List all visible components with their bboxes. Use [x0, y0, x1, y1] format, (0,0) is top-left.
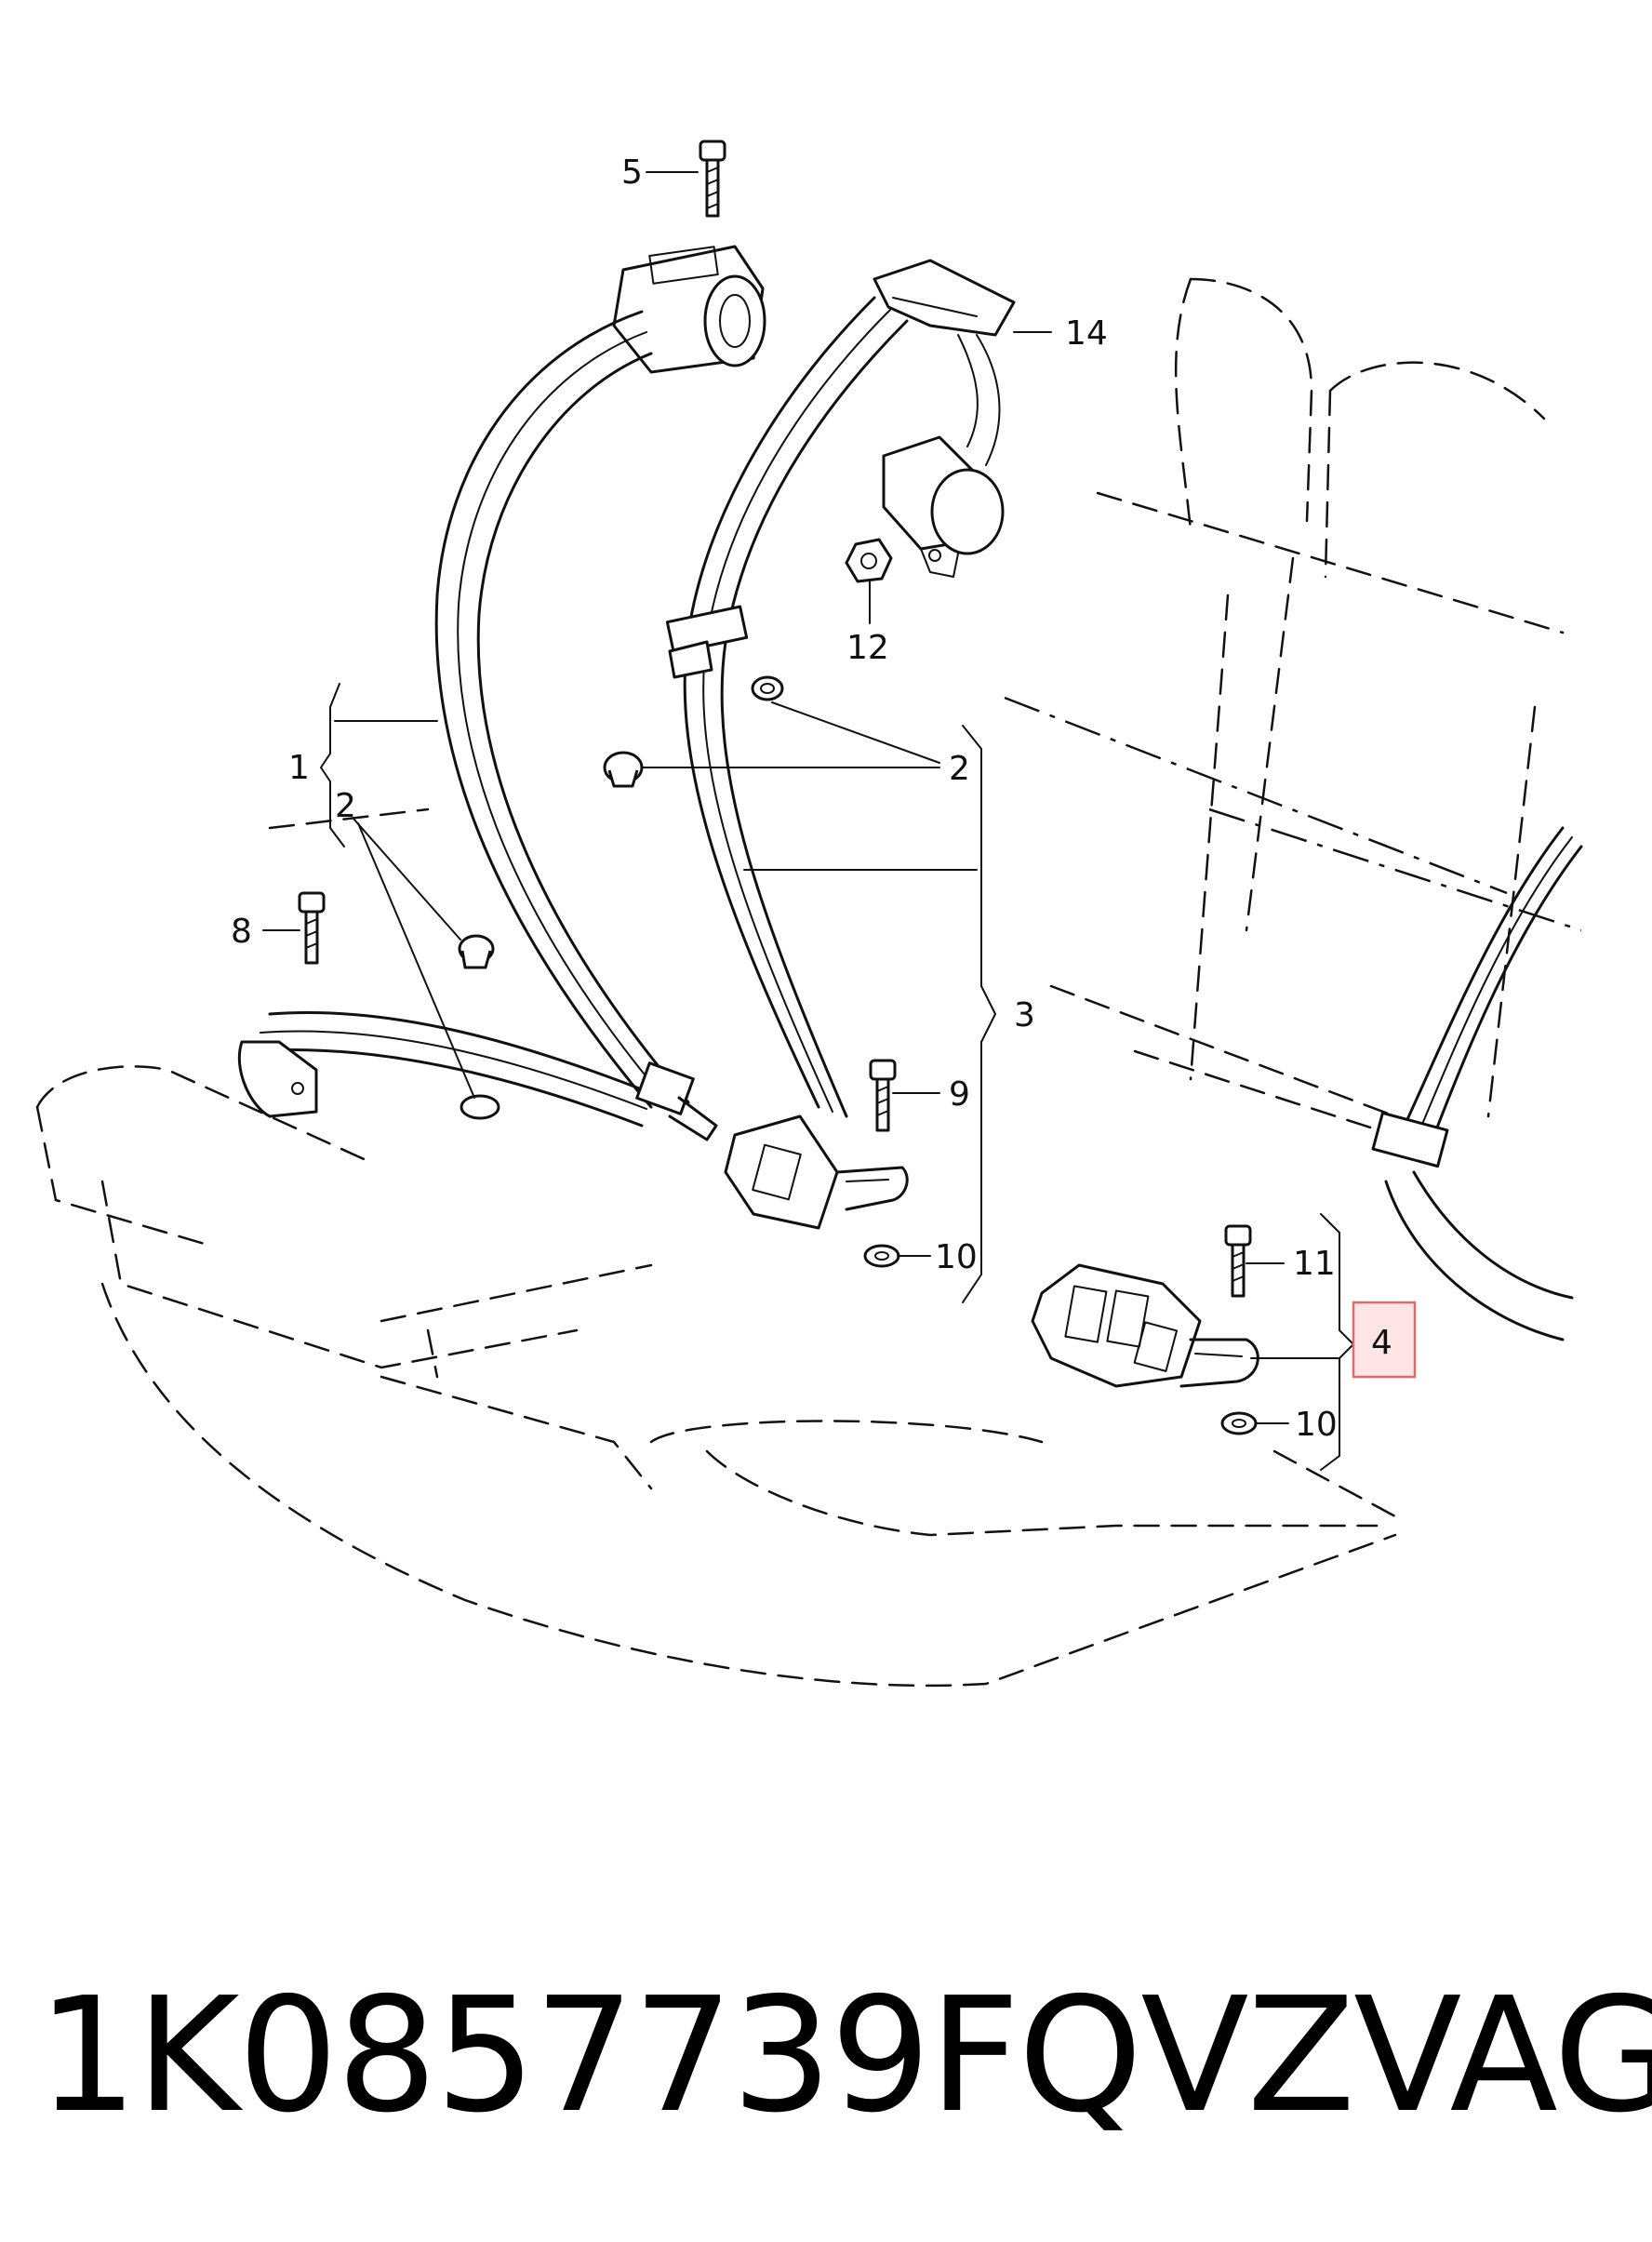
fasteners — [298, 140, 1258, 1435]
callout-11: 11 — [1293, 1245, 1336, 1283]
callout-1: 1 — [288, 749, 310, 787]
callout-4-highlight — [1352, 1301, 1417, 1379]
bolt-11-icon — [1224, 1224, 1252, 1298]
rear-center-belt-strap — [1371, 826, 1583, 1341]
seat-belt-exploded-diagram: 5 14 12 2 1 2 8 3 9 10 11 10 4 — [35, 140, 1583, 1688]
leader-lines — [262, 171, 1354, 1471]
grommet-2-icon — [460, 675, 784, 1120]
callout-labels: 5 14 12 2 1 2 8 3 9 10 11 10 4 — [231, 153, 1417, 1444]
callout-14: 14 — [1065, 314, 1108, 353]
callout-3: 3 — [1014, 996, 1035, 1034]
callout-9: 9 — [949, 1075, 970, 1114]
callout-5: 5 — [621, 153, 643, 192]
callout-10-middle: 10 — [935, 1238, 978, 1276]
part-number: 1K0857739FQVZ — [37, 1964, 1355, 2148]
bolt-8-icon — [298, 891, 326, 965]
bolt-5-icon — [699, 140, 726, 218]
callout-2-right: 2 — [949, 750, 970, 788]
bolt-9-icon — [869, 1059, 897, 1132]
cap-2-icon — [458, 751, 644, 969]
callout-2-left: 2 — [335, 787, 356, 825]
nut-12-icon — [845, 538, 893, 583]
callout-8: 8 — [231, 913, 252, 951]
callout-10-right: 10 — [1295, 1406, 1338, 1444]
part-caption: 1K0857739FQVZ VAG — [37, 1954, 1652, 2158]
callout-4: 4 — [1371, 1324, 1392, 1362]
callout-12: 12 — [846, 629, 889, 667]
brand-name: VAG — [1353, 1964, 1652, 2148]
buckle-assembly-4 — [1031, 1263, 1259, 1388]
rear-seat-outline — [35, 277, 1582, 1688]
seat-belt-assembly-3 — [665, 259, 1016, 1230]
